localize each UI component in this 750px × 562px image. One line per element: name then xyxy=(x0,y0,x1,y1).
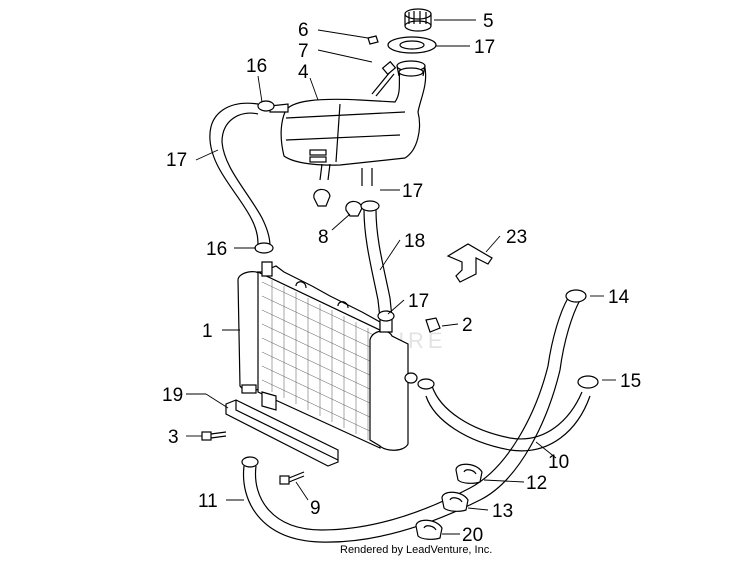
hose-18 xyxy=(209,100,275,247)
leader-lines xyxy=(186,19,616,535)
callout-3: 3 xyxy=(168,427,179,448)
clamp-17-lower xyxy=(377,310,395,322)
callout-13: 13 xyxy=(492,501,513,522)
callout-8: 8 xyxy=(318,227,329,248)
expansion-tank xyxy=(269,60,427,186)
callout-1: 1 xyxy=(202,321,213,342)
clamp-14 xyxy=(565,289,587,303)
callout-6: 6 xyxy=(298,20,309,41)
bolt-9 xyxy=(279,471,305,485)
callout-12: 12 xyxy=(526,473,547,494)
callout-2: 2 xyxy=(462,315,473,336)
callout-5: 5 xyxy=(483,11,494,32)
callout-14: 14 xyxy=(608,287,630,308)
callout-10: 10 xyxy=(548,452,569,473)
tank-cap xyxy=(404,8,432,32)
callout-17-top: 17 xyxy=(402,181,423,202)
callout-16-lower: 16 xyxy=(206,239,227,260)
support-bracket-21 xyxy=(225,391,339,467)
radiator xyxy=(237,261,418,451)
callout-15: 15 xyxy=(620,371,641,392)
clamp-16-lower xyxy=(254,242,274,254)
hose-10 xyxy=(417,378,591,452)
callout-23: 23 xyxy=(506,227,527,248)
hose-20 xyxy=(360,200,393,319)
callout-7: 7 xyxy=(298,41,309,62)
callout-21: 19 xyxy=(162,385,183,406)
clip-12 xyxy=(455,463,483,484)
callout-9: 9 xyxy=(310,498,321,519)
hose-clips-8 xyxy=(313,188,363,217)
clamp-15 xyxy=(577,375,599,389)
callout-4: 4 xyxy=(298,62,309,83)
callout-11: 11 xyxy=(198,491,218,512)
callout-16-top: 16 xyxy=(246,56,267,77)
cap-gasket xyxy=(387,36,437,54)
bracket-2 xyxy=(425,317,441,333)
callout-19: 17 xyxy=(474,37,495,58)
callout-22: 20 xyxy=(462,525,483,546)
callout-20: 18 xyxy=(404,231,425,252)
callout-18: 17 xyxy=(166,150,187,171)
render-credit: Rendered by LeadVenture, Inc. xyxy=(340,544,492,556)
clip-22 xyxy=(415,519,443,540)
bolt-7 xyxy=(371,60,397,97)
screw-6 xyxy=(367,35,379,45)
bracket-23 xyxy=(446,243,493,283)
radiator-core-mesh xyxy=(261,280,377,440)
callout-17-lower: 17 xyxy=(408,291,429,312)
clip-13 xyxy=(441,491,469,512)
hose-11 xyxy=(241,297,581,543)
bolt-3 xyxy=(201,431,227,441)
